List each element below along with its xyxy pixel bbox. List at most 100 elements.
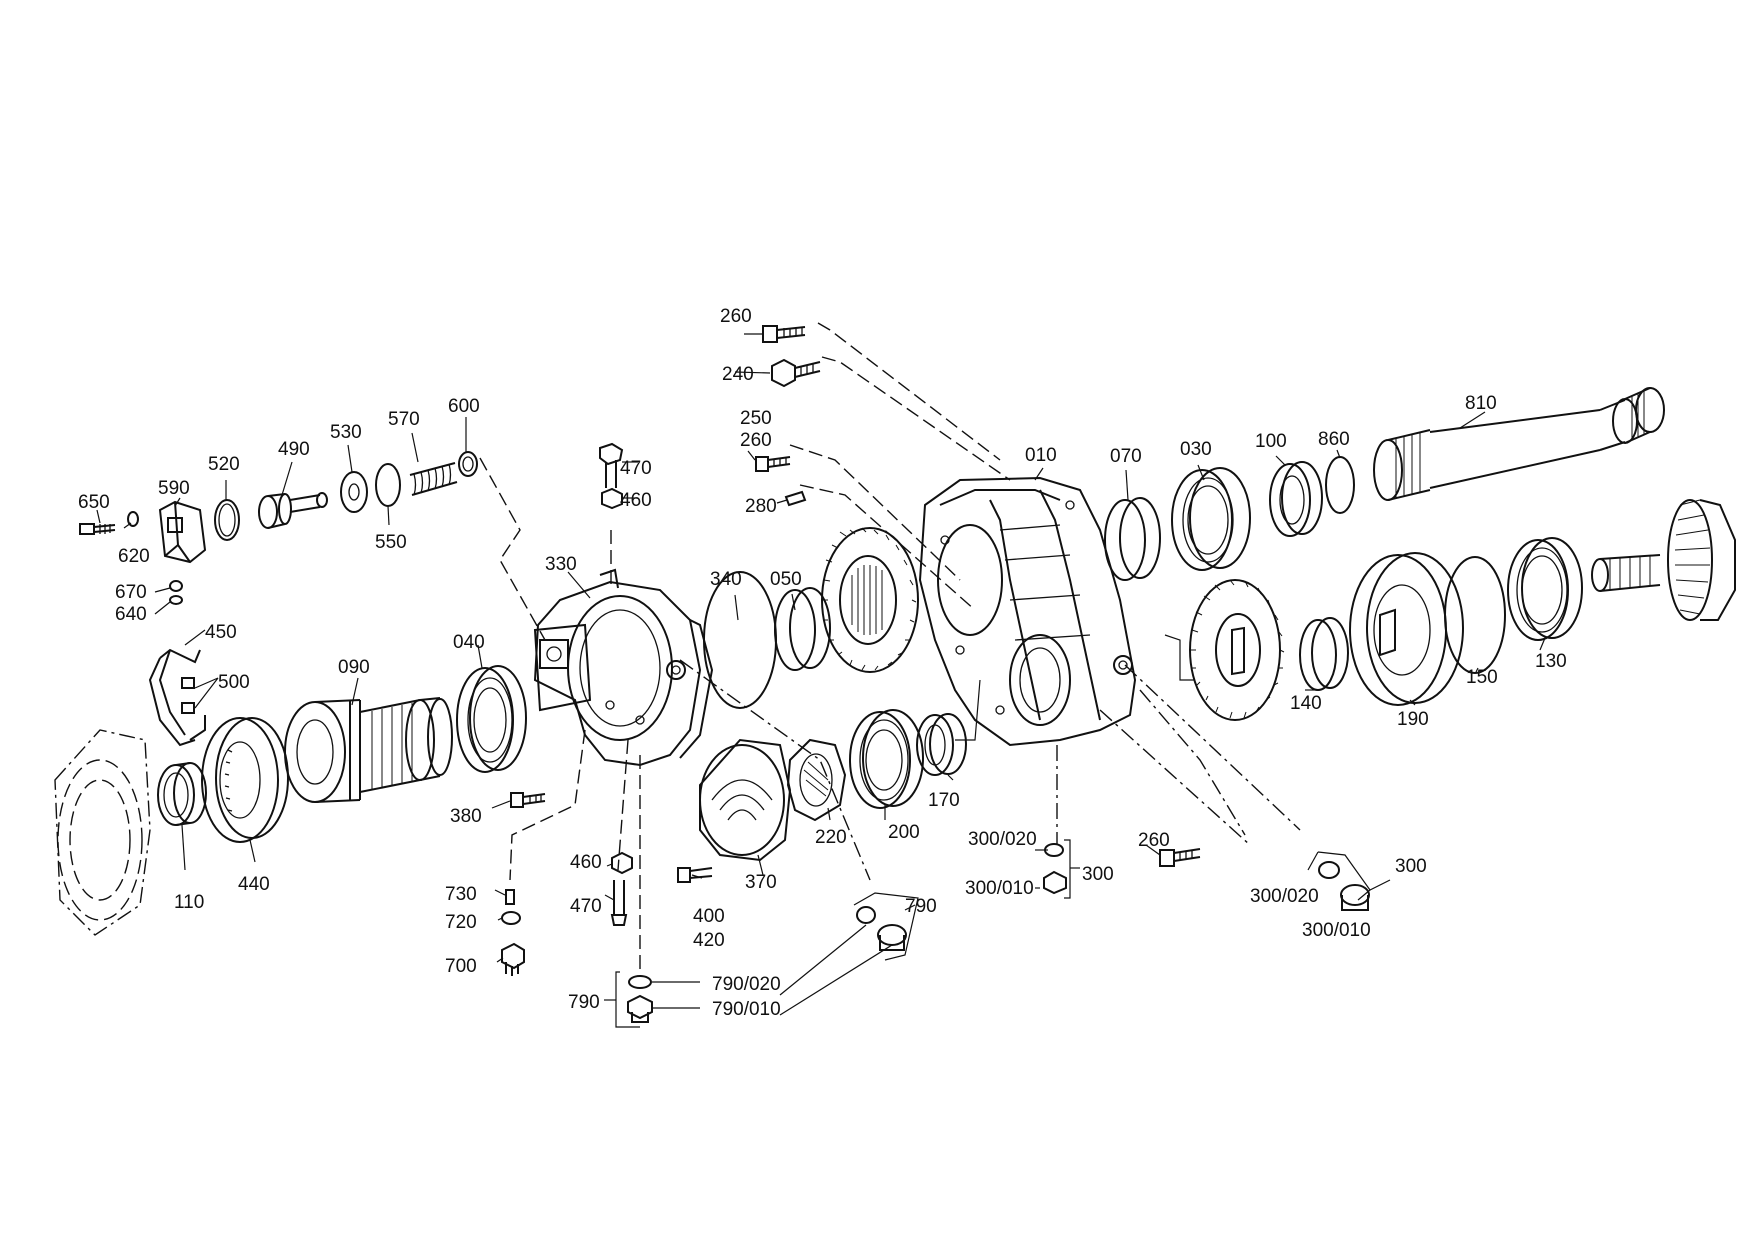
label-520: 520 — [208, 454, 240, 475]
label-200: 200 — [888, 822, 920, 843]
label-240: 240 — [722, 364, 754, 385]
label-260-mid: 260 — [740, 430, 772, 451]
ring-520 — [214, 499, 240, 541]
label-790-020: 790/020 — [712, 974, 781, 995]
bolt-650 — [79, 523, 116, 535]
ring-860 — [1325, 456, 1355, 514]
cover-370 — [699, 738, 792, 862]
oring-340 — [703, 571, 777, 709]
label-300-010-right: 300/010 — [1302, 920, 1371, 941]
label-140: 140 — [1290, 693, 1322, 714]
shaft-090 — [284, 697, 453, 803]
label-170: 170 — [928, 790, 960, 811]
label-810: 810 — [1465, 393, 1497, 414]
label-420: 420 — [693, 930, 725, 951]
part-labels: 260 240 250 260 280 810 010 070 030 100 … — [78, 306, 1567, 1020]
housing-330 — [533, 568, 714, 767]
ring-600 — [458, 451, 478, 477]
bolt-380 — [510, 792, 546, 808]
spring-570 — [409, 462, 458, 496]
label-790-lower: 790 — [568, 992, 600, 1013]
label-790-upper: 790 — [905, 896, 937, 917]
label-260-lower: 260 — [1138, 830, 1170, 851]
bolt-260-mid — [755, 456, 791, 472]
sleeve-440 — [201, 717, 289, 843]
helical-gear-2 — [1189, 579, 1285, 721]
label-330: 330 — [545, 554, 577, 575]
label-280: 280 — [745, 496, 777, 517]
bolt-260-top — [762, 325, 806, 343]
piston-490 — [258, 492, 328, 529]
shaft-810 — [1373, 387, 1665, 501]
helical-gear — [821, 527, 919, 673]
ring-550 — [375, 463, 401, 507]
label-380: 380 — [450, 806, 482, 827]
label-590: 590 — [158, 478, 190, 499]
label-530: 530 — [330, 422, 362, 443]
label-470-lower: 470 — [570, 896, 602, 917]
output-shaft — [1591, 499, 1736, 621]
nut-220 — [786, 738, 847, 822]
label-190: 190 — [1397, 709, 1429, 730]
label-370: 370 — [745, 872, 777, 893]
label-460-lower: 460 — [570, 852, 602, 873]
bearing-130 — [1507, 537, 1583, 641]
ring-140 — [1299, 617, 1349, 691]
bolt-240 — [771, 358, 821, 388]
label-040: 040 — [453, 632, 485, 653]
pin-280 — [784, 490, 807, 507]
label-640: 640 — [115, 604, 147, 625]
cover-590 — [158, 500, 207, 564]
ring-640 — [169, 595, 183, 605]
nut-100 — [1269, 461, 1323, 537]
label-300-right: 300 — [1395, 856, 1427, 877]
label-460-top: 460 — [620, 490, 652, 511]
label-600: 600 — [448, 396, 480, 417]
label-300-010-mid: 300/010 — [965, 878, 1034, 899]
shift-fork-450 — [148, 648, 206, 747]
label-670: 670 — [115, 582, 147, 603]
oring-720 — [501, 911, 521, 925]
label-860: 860 — [1318, 429, 1350, 450]
label-700: 700 — [445, 956, 477, 977]
oring-790-020 — [628, 975, 652, 989]
bearing-040 — [456, 665, 527, 773]
label-110: 110 — [174, 892, 204, 913]
oring-790b — [856, 906, 876, 924]
label-010: 010 — [1025, 445, 1057, 466]
bearing-200 — [849, 709, 924, 809]
label-550: 550 — [375, 532, 407, 553]
plug-300-010a — [1043, 870, 1067, 895]
label-100: 100 — [1255, 431, 1287, 452]
label-130: 130 — [1535, 651, 1567, 672]
plug-790b — [877, 924, 907, 951]
oring-300-020b — [1318, 861, 1340, 879]
bolt-470-lower — [610, 880, 628, 926]
label-050: 050 — [770, 569, 802, 590]
bolt-260-lower — [1159, 848, 1201, 867]
pin-730 — [505, 889, 515, 905]
label-300-mid: 300 — [1082, 864, 1114, 885]
washer-530 — [340, 471, 368, 513]
label-490: 490 — [278, 439, 310, 460]
label-440: 440 — [238, 874, 270, 895]
label-300-020-mid: 300/020 — [968, 829, 1037, 850]
plug-300-010b — [1340, 884, 1370, 911]
switch-700 — [501, 942, 525, 976]
bolt-470-top — [599, 442, 624, 488]
label-090: 090 — [338, 657, 370, 678]
label-620: 620 — [118, 546, 150, 567]
label-730: 730 — [445, 884, 477, 905]
label-250: 250 — [740, 408, 772, 429]
label-260-top: 260 — [720, 306, 752, 327]
label-340: 340 — [710, 569, 742, 590]
flange-cover — [54, 729, 151, 936]
nut-670 — [169, 580, 183, 592]
housing-010 — [918, 476, 1137, 747]
label-650: 650 — [78, 492, 110, 513]
nut-460-lower — [611, 851, 633, 875]
label-450: 450 — [205, 622, 237, 643]
label-470-top: 470 — [620, 458, 652, 479]
ring-070 — [1104, 497, 1161, 581]
